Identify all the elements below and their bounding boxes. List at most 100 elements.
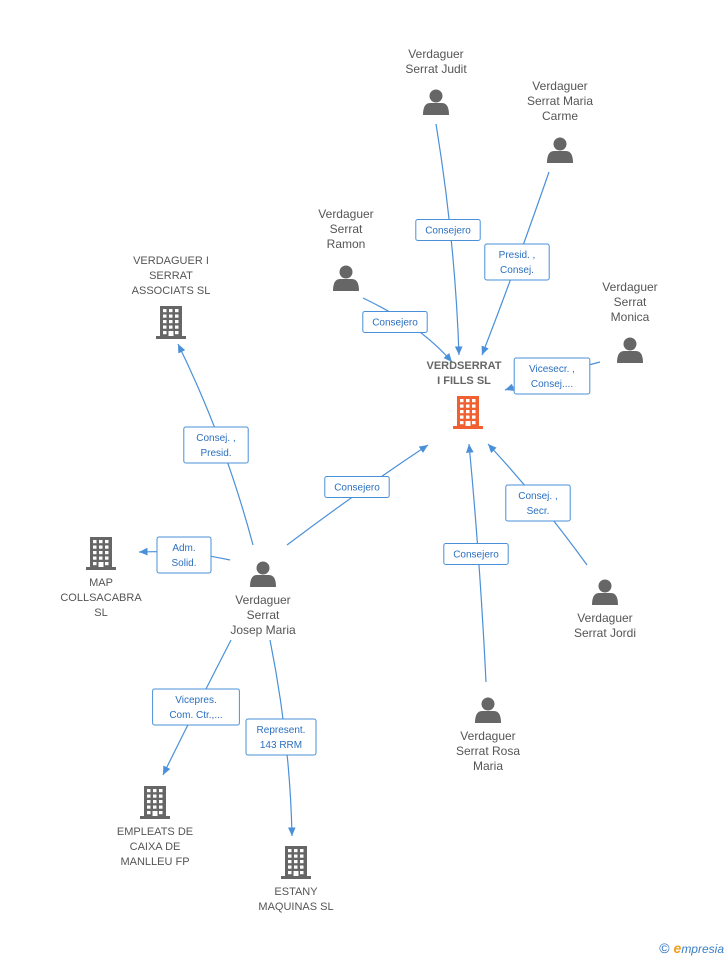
node-name-line: Serrat xyxy=(247,608,280,622)
relation-label[interactable]: Consej. , Presid. xyxy=(183,426,249,464)
person-icon[interactable] xyxy=(547,137,573,164)
relation-label-box xyxy=(415,219,481,241)
relation-label-line: Consejero xyxy=(372,318,418,329)
person-icon[interactable] xyxy=(592,579,618,606)
relation-label-text: Consejero xyxy=(334,483,380,494)
node-name-line: Serrat Maria xyxy=(527,94,593,108)
relation-label[interactable]: Consej. ,Secr. xyxy=(505,484,571,522)
node-name-line: MAQUINAS SL xyxy=(258,901,333,913)
node-name-line: Verdaguer xyxy=(460,729,515,743)
relation-label-line: Consej. , xyxy=(518,491,557,502)
relation-label-line: Com. Ctr.,... xyxy=(169,710,222,721)
person-icon[interactable] xyxy=(333,265,359,292)
relation-label-line: Presid. , xyxy=(499,250,536,261)
node-name-line: SERRAT xyxy=(149,270,193,282)
relation-label-line: Represent. xyxy=(257,725,306,736)
relation-label-text: Consejero xyxy=(425,226,471,237)
relation-label-box xyxy=(505,484,571,522)
relation-label-line: Vicepres. xyxy=(175,695,217,706)
relation-label-box xyxy=(183,426,249,464)
relation-label-line: Vicesecr. , xyxy=(529,364,575,375)
node-name-line: VERDAGUER I xyxy=(133,255,209,267)
node-name[interactable]: MAP COLLSACABRA SL xyxy=(60,577,142,619)
node-name-line: Maria xyxy=(473,759,503,773)
relation-label-line: 143 RRM xyxy=(260,740,302,751)
relation-label-box xyxy=(484,243,550,281)
relation-label-box xyxy=(152,688,240,726)
node-name-line: Monica xyxy=(611,310,650,324)
relation-label[interactable]: Consejero xyxy=(324,476,390,498)
node-name-line: COLLSACABRA xyxy=(60,592,142,604)
relation-label-text: Consej. ,Secr. xyxy=(518,491,557,517)
relation-label[interactable]: Adm.Solid. xyxy=(156,536,212,574)
node-name-line: Verdaguer xyxy=(408,47,463,61)
company-building-icon[interactable] xyxy=(86,537,116,570)
relation-label-text: Vicepres. Com. Ctr.,... xyxy=(169,695,222,721)
relation-label-box xyxy=(156,536,212,574)
relation-label-line: Consej. xyxy=(500,265,534,276)
relation-label-line: Solid. xyxy=(171,558,196,569)
relation-label[interactable]: Consejero xyxy=(362,311,428,333)
relation-label[interactable]: Consejero xyxy=(415,219,481,241)
relation-label[interactable]: Vicepres. Com. Ctr.,... xyxy=(152,688,240,726)
relation-label-line: Consejero xyxy=(425,226,471,237)
node-name-line: Serrat Jordi xyxy=(574,626,636,640)
relation-label[interactable]: Consejero xyxy=(443,543,509,565)
person-icon[interactable] xyxy=(423,89,449,116)
node-name-line: VERDSERRAT xyxy=(427,360,502,372)
node-name-line: Ramon xyxy=(327,237,366,251)
person-icon[interactable] xyxy=(475,697,501,724)
node-name-line: Serrat xyxy=(330,222,363,236)
node-name-line: MAP xyxy=(89,577,113,589)
center-company-building-icon[interactable] xyxy=(453,396,483,429)
brand-initial: e xyxy=(673,940,682,956)
relation-label-line: Presid. xyxy=(200,448,231,459)
relation-label-text: Consejero xyxy=(453,550,499,561)
copyright-icon: © xyxy=(659,940,670,956)
relation-label[interactable]: Presid. , Consej. xyxy=(484,243,550,281)
company-building-icon[interactable] xyxy=(281,846,311,879)
relation-label-box xyxy=(324,476,390,498)
company-building-icon[interactable] xyxy=(156,306,186,339)
relation-label-box xyxy=(443,543,509,565)
node-name-line: Verdaguer xyxy=(235,593,290,607)
node-name-line: Carme xyxy=(542,109,578,123)
relation-label-text: Consej. , Presid. xyxy=(196,433,235,459)
relation-label[interactable]: Vicesecr. , Consej.... xyxy=(513,357,591,395)
person-icon[interactable] xyxy=(250,561,276,588)
relation-label-line: Consej.... xyxy=(531,379,573,390)
relation-label-line: Consej. , xyxy=(196,433,235,444)
person-icon[interactable] xyxy=(617,337,643,364)
relation-label[interactable]: Represent. 143 RRM xyxy=(245,718,317,756)
node-name-line: Verdaguer xyxy=(577,611,632,625)
node-name-line: EMPLEATS DE xyxy=(117,826,193,838)
relation-label-box xyxy=(245,718,317,756)
node-name-line: Serrat Judit xyxy=(405,62,467,76)
node-name-line: Verdaguer xyxy=(532,79,587,93)
node-name-line: Josep Maria xyxy=(230,623,296,637)
relation-label-box xyxy=(362,311,428,333)
node-name-line: MANLLEU FP xyxy=(120,856,189,868)
relation-label-box xyxy=(513,357,591,395)
node-name-line: ESTANY xyxy=(274,886,318,898)
node-name-line: Verdaguer xyxy=(318,207,373,221)
relation-label-line: Consejero xyxy=(453,550,499,561)
company-building-icon[interactable] xyxy=(140,786,170,819)
empresia-watermark[interactable]: ©empresia xyxy=(659,940,724,956)
node-name-line: SL xyxy=(94,607,107,619)
node-name[interactable]: ESTANY MAQUINAS SL xyxy=(258,886,333,913)
brand-name: mpresia xyxy=(681,942,724,956)
node-name-line: Serrat xyxy=(614,295,647,309)
relation-label-text: Represent. 143 RRM xyxy=(257,725,306,751)
